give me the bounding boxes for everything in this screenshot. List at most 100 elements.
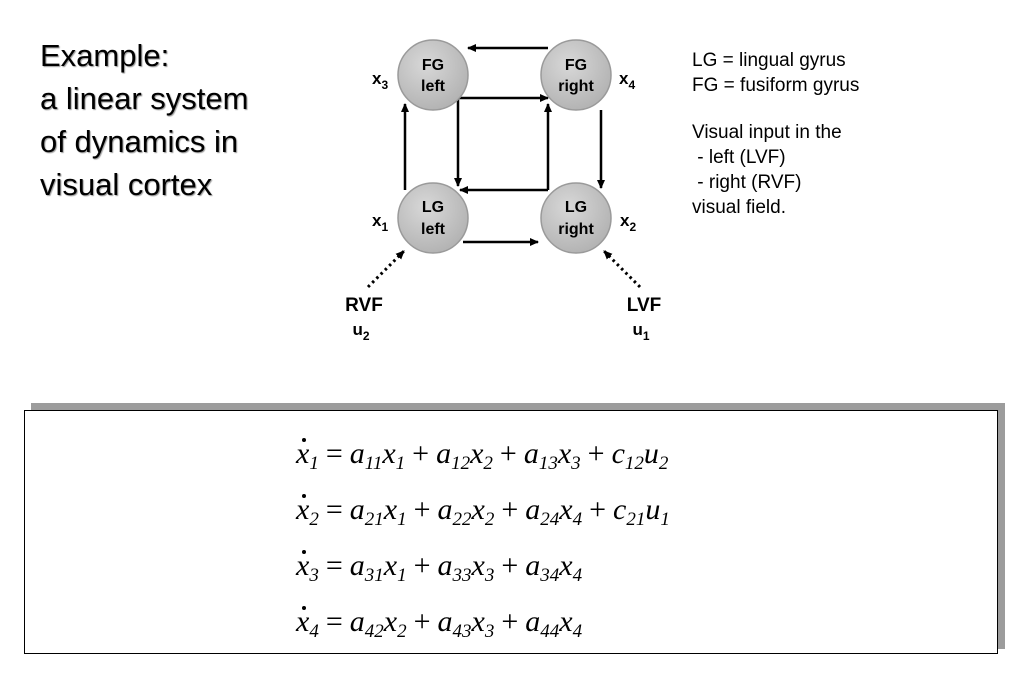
equation-coefficient-subscript: 22 — [452, 509, 472, 530]
equation-coefficient: a33 — [437, 549, 472, 586]
legend-input-line: Visual input in the — [692, 122, 842, 143]
state-label-x1: x1 — [372, 211, 388, 234]
equation-variable: x3 — [471, 549, 495, 586]
equation-variable: x4 — [559, 549, 583, 586]
node-lg-left-line1: LG — [422, 199, 444, 216]
equation-lhs: x3 — [296, 549, 319, 586]
equation-coefficient-subscript: 34 — [540, 565, 560, 586]
equals-sign: = — [325, 437, 343, 470]
equation-coefficient-subscript: 21 — [364, 509, 384, 530]
equation-variable-subscript: 2 — [484, 509, 495, 530]
equation-lhs-subscript: 4 — [309, 621, 319, 642]
equation-coefficient-subscript: 12 — [451, 453, 471, 474]
state-label-x4: x4 — [619, 69, 635, 92]
equation-coefficient: c12 — [611, 437, 644, 474]
equals-sign: = — [325, 493, 343, 526]
plus-sign: + — [501, 549, 519, 582]
legend-fg: FG = fusiform gyrus — [692, 75, 860, 96]
equation-lhs-subscript: 3 — [309, 565, 319, 586]
equation-variable-subscript: 1 — [397, 565, 407, 586]
equation-box — [24, 410, 998, 654]
equation-row: x2=a21x1+a22x2+a24x4+c21u1 — [296, 493, 670, 530]
equation-coefficient-subscript: 43 — [452, 621, 472, 642]
equation-variable-subscript: 1 — [397, 509, 407, 530]
equation-variable-subscript: 3 — [484, 621, 495, 642]
input-label-rvf: RVF — [345, 295, 383, 316]
legend-lg: LG = lingual gyrus — [692, 50, 846, 71]
node-lg-right-line2: right — [558, 221, 594, 238]
title-line: Example: — [40, 38, 170, 73]
plus-sign: + — [499, 437, 517, 470]
input-arrow-rvf — [366, 249, 406, 289]
equation-coefficient: a44 — [525, 605, 560, 642]
equation-variable: x2 — [470, 437, 493, 474]
equation-coefficient: a31 — [349, 549, 384, 586]
node-fg-right-line2: right — [558, 78, 594, 95]
equation-variable-subscript: 1 — [660, 509, 670, 530]
equation-variable: x1 — [383, 493, 407, 530]
node-fg-left: FG left — [397, 39, 469, 111]
legend-input-line: visual field. — [692, 197, 786, 218]
legend-input-line: - right (RVF) — [692, 172, 802, 193]
equation-coefficient-subscript: 24 — [540, 509, 560, 530]
equation-lhs-subscript: 1 — [309, 453, 319, 474]
equation-variable: u1 — [645, 493, 670, 530]
equation-coefficient-subscript: 44 — [540, 621, 560, 642]
node-lg-left: LG left — [397, 182, 469, 254]
equals-sign: = — [325, 549, 343, 582]
plus-sign: + — [589, 493, 606, 526]
node-lg-right: LG right — [540, 182, 612, 254]
equation-coefficient: a13 — [523, 437, 558, 474]
equation-lhs-subscript: 2 — [309, 509, 319, 530]
equation-variable-subscript: 2 — [658, 453, 669, 474]
equation-coefficient: c21 — [613, 493, 646, 530]
equation-coefficient-subscript: 42 — [364, 621, 384, 642]
node-fg-left-line1: FG — [422, 57, 444, 74]
equation-lhs: x2 — [296, 493, 319, 530]
node-lg-right-line1: LG — [565, 199, 587, 216]
equation-variable-subscript: 2 — [483, 453, 493, 474]
equation-coefficient-subscript: 31 — [364, 565, 384, 586]
node-fg-right-line1: FG — [565, 57, 587, 74]
equation-coefficient: a22 — [437, 493, 472, 530]
equation-coefficient-subscript: 33 — [452, 565, 472, 586]
title-line: visual cortex — [40, 167, 213, 202]
equation-variable: x1 — [383, 549, 407, 586]
plus-sign: + — [501, 493, 519, 526]
equation-coefficient-subscript: 21 — [626, 509, 646, 530]
input-label-lvf: LVF — [627, 295, 661, 316]
equation-coefficient: a43 — [437, 605, 472, 642]
equation-variable: x2 — [471, 493, 495, 530]
equation-variable: x3 — [471, 605, 495, 642]
equation-coefficient: a42 — [349, 605, 384, 642]
input-arrow-lvf — [602, 249, 642, 289]
plus-sign: + — [587, 437, 605, 470]
input-var-u2: u2 — [352, 320, 369, 343]
plus-sign: + — [501, 605, 519, 638]
equation-variable: x4 — [559, 493, 583, 530]
slide-title: Example: a linear system of dynamics in … — [40, 34, 330, 206]
legend: LG = lingual gyrus FG = fusiform gyrus V… — [692, 48, 859, 220]
equation-variable-subscript: 4 — [572, 621, 583, 642]
node-fg-left-line2: left — [421, 78, 446, 95]
equation-variable-subscript: 3 — [484, 565, 495, 586]
equation-row: x1=a11x1+a12x2+a13x3+c12u2 — [296, 437, 669, 474]
equation-coefficient: a21 — [349, 493, 384, 530]
equation-variable-subscript: 3 — [571, 453, 581, 474]
equation-lhs: x1 — [296, 437, 319, 474]
equation-variable-subscript: 2 — [397, 621, 407, 642]
equation-variable: x3 — [557, 437, 581, 474]
equation-variable: x2 — [383, 605, 407, 642]
plus-sign: + — [412, 437, 430, 470]
equation-coefficient-subscript: 13 — [538, 453, 558, 474]
input-var-u1: u1 — [632, 320, 649, 343]
equation-variable: x4 — [559, 605, 583, 642]
state-label-x2: x2 — [620, 211, 636, 234]
equation-variable-subscript: 4 — [572, 565, 583, 586]
equation-coefficient: a12 — [436, 437, 471, 474]
node-lg-left-line2: left — [421, 221, 446, 238]
plus-sign: + — [413, 549, 431, 582]
plus-sign: + — [413, 493, 431, 526]
equation-variable: u2 — [643, 437, 669, 474]
